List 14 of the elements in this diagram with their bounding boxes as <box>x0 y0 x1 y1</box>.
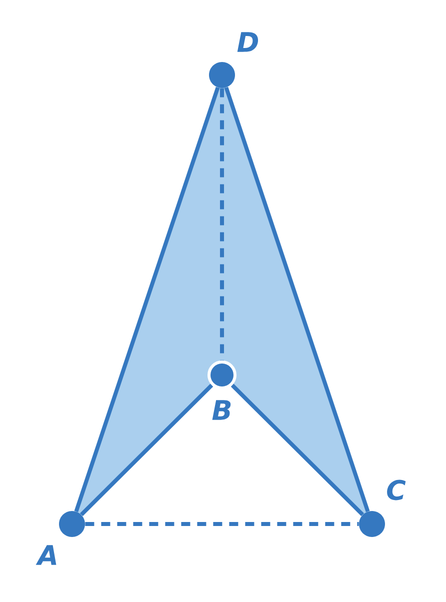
point-label: C <box>387 480 406 500</box>
dashed-line <box>220 88 224 360</box>
line-segment <box>230 384 364 516</box>
point-dot <box>209 62 235 88</box>
line-segment <box>80 384 214 516</box>
line-segment <box>224 86 370 512</box>
point-dot <box>208 360 236 390</box>
point-dot <box>59 511 85 537</box>
point-dot <box>359 511 385 537</box>
point-label: A <box>36 545 56 565</box>
line-segment <box>74 86 220 512</box>
point-label: D <box>237 32 258 52</box>
dashed-line <box>85 522 359 526</box>
point-label: B <box>212 400 231 420</box>
